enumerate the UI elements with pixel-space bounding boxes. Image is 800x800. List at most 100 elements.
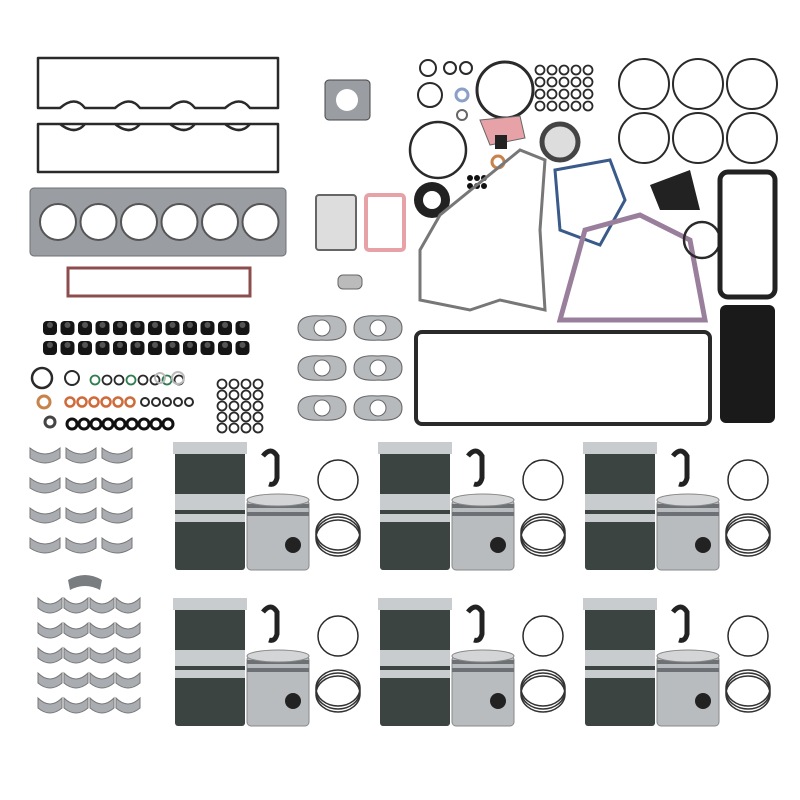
o-ring bbox=[252, 400, 264, 412]
liner-band bbox=[380, 670, 450, 678]
rod-bearing bbox=[65, 446, 97, 464]
thermostat-gasket-pink bbox=[364, 193, 406, 252]
piston-ring bbox=[522, 615, 564, 657]
wrist-pin-bore bbox=[285, 693, 301, 709]
main-bearing bbox=[115, 621, 141, 639]
cylinder-kit bbox=[173, 598, 361, 727]
seal-top bbox=[222, 322, 228, 328]
rod-bearing bbox=[65, 476, 97, 494]
main-bearing bbox=[63, 696, 89, 714]
o-ring bbox=[113, 417, 127, 431]
liner-flange bbox=[378, 598, 452, 610]
piston-ring bbox=[317, 459, 359, 501]
o-ring bbox=[64, 370, 80, 386]
piston bbox=[656, 655, 720, 727]
o-ring bbox=[89, 417, 103, 431]
seal-bore bbox=[423, 191, 441, 209]
o-ring bbox=[216, 422, 228, 434]
rod-bearing bbox=[101, 446, 133, 464]
rod-bearing bbox=[29, 536, 61, 554]
piston-crown bbox=[246, 493, 310, 507]
seal-top bbox=[187, 322, 193, 328]
o-ring bbox=[240, 411, 252, 423]
seal-top bbox=[82, 342, 88, 348]
small-seal bbox=[467, 175, 473, 181]
copper-washer bbox=[100, 396, 112, 408]
piston-ring bbox=[725, 519, 771, 557]
cylinder-kit bbox=[583, 442, 771, 571]
o-ring bbox=[140, 397, 150, 407]
piston-cooling-nozzle bbox=[261, 448, 280, 487]
seal-top bbox=[47, 342, 53, 348]
cylinder-bore bbox=[79, 203, 118, 241]
port bbox=[369, 399, 387, 417]
port bbox=[369, 359, 387, 377]
o-ring bbox=[252, 378, 264, 390]
cylinder-bore bbox=[39, 203, 77, 241]
seal-top bbox=[204, 342, 211, 348]
o-ring bbox=[101, 374, 113, 386]
main-bearing bbox=[63, 671, 89, 689]
o-ring bbox=[558, 88, 570, 100]
piston-ring bbox=[520, 672, 566, 710]
o-ring bbox=[459, 61, 473, 75]
cylinder-bore bbox=[160, 203, 199, 241]
port bbox=[313, 359, 331, 377]
liner-band bbox=[380, 494, 450, 510]
o-ring bbox=[534, 64, 546, 76]
liner-band bbox=[585, 670, 655, 678]
seal-top bbox=[222, 342, 228, 348]
liner-flange bbox=[583, 598, 657, 610]
ring-groove bbox=[657, 512, 719, 516]
o-ring bbox=[30, 366, 54, 390]
liner-band bbox=[175, 650, 245, 666]
front-cover-gasket bbox=[418, 148, 547, 312]
o-ring bbox=[171, 371, 185, 385]
o-ring bbox=[137, 374, 149, 386]
wrist-pin-bore bbox=[695, 693, 711, 709]
small-seal bbox=[481, 183, 487, 189]
o-ring bbox=[582, 76, 594, 88]
piston-ring bbox=[520, 519, 566, 557]
piston-ring bbox=[725, 516, 771, 554]
o-ring bbox=[184, 397, 194, 407]
exhaust-manifold-gasket bbox=[353, 355, 403, 381]
piston-ring bbox=[725, 672, 771, 710]
o-ring bbox=[726, 112, 778, 164]
o-ring bbox=[558, 64, 570, 76]
main-bearing bbox=[89, 696, 115, 714]
exhaust-manifold-gasket bbox=[297, 315, 347, 341]
o-ring bbox=[228, 411, 240, 423]
seal-top bbox=[152, 342, 158, 348]
o-ring bbox=[77, 417, 91, 431]
liner-band bbox=[380, 650, 450, 666]
o-ring bbox=[558, 100, 570, 112]
liner-band bbox=[175, 514, 245, 522]
o-ring bbox=[570, 64, 582, 76]
o-ring bbox=[228, 400, 240, 412]
valve-cover-gasket bbox=[36, 122, 280, 174]
o-ring bbox=[252, 411, 264, 423]
cylinder-kit bbox=[378, 598, 566, 727]
o-ring bbox=[43, 415, 57, 429]
o-ring bbox=[125, 417, 139, 431]
o-ring bbox=[456, 109, 468, 121]
seal-top bbox=[169, 322, 176, 328]
piston-cooling-nozzle bbox=[671, 604, 690, 643]
main-bearing bbox=[63, 596, 89, 614]
piston-ring bbox=[317, 615, 359, 657]
liner-band bbox=[175, 670, 245, 678]
seal-top bbox=[239, 342, 246, 348]
main-bearing bbox=[89, 671, 115, 689]
piston-ring bbox=[315, 519, 361, 557]
cover-gasket-blue bbox=[553, 158, 627, 247]
main-bearing bbox=[63, 646, 89, 664]
liner-flange bbox=[583, 442, 657, 454]
o-ring bbox=[546, 88, 558, 100]
copper-washer bbox=[36, 394, 52, 410]
piston-crown bbox=[656, 649, 720, 663]
rocker-gasket bbox=[66, 266, 252, 298]
rod-bearing bbox=[101, 506, 133, 524]
wrist-pin-bore bbox=[695, 537, 711, 553]
